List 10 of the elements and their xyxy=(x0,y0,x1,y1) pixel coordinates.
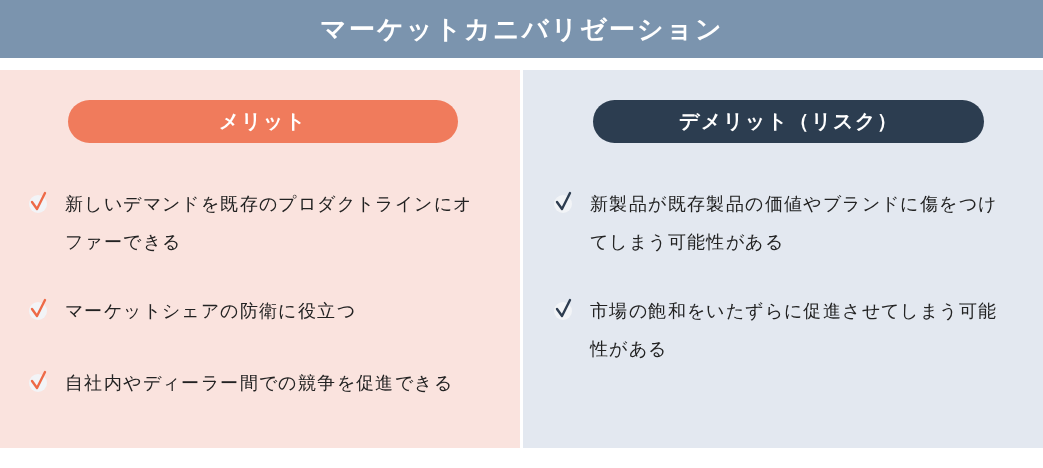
bullet-text: 自社内やディーラー間での競争を促進できる xyxy=(65,371,454,395)
bullet-text: 市場の飽和をいたずらに促進させてしまう可能性がある xyxy=(590,299,999,361)
column-panel xyxy=(0,70,520,448)
title-band: マーケットカニバリゼーション xyxy=(0,0,1043,58)
bullet-text: 新しいデマンドを既存のプロダクトラインにオファーできる xyxy=(65,192,474,254)
heading-pill: メリット xyxy=(68,100,458,143)
bullet-text: 新製品が既存製品の価値やブランドに傷をつけてしまう可能性がある xyxy=(590,192,999,254)
column-panel xyxy=(523,70,1043,448)
bullet-text: マーケットシェアの防衛に役立つ xyxy=(65,299,357,323)
heading-pill: デメリット（リスク） xyxy=(593,100,984,143)
